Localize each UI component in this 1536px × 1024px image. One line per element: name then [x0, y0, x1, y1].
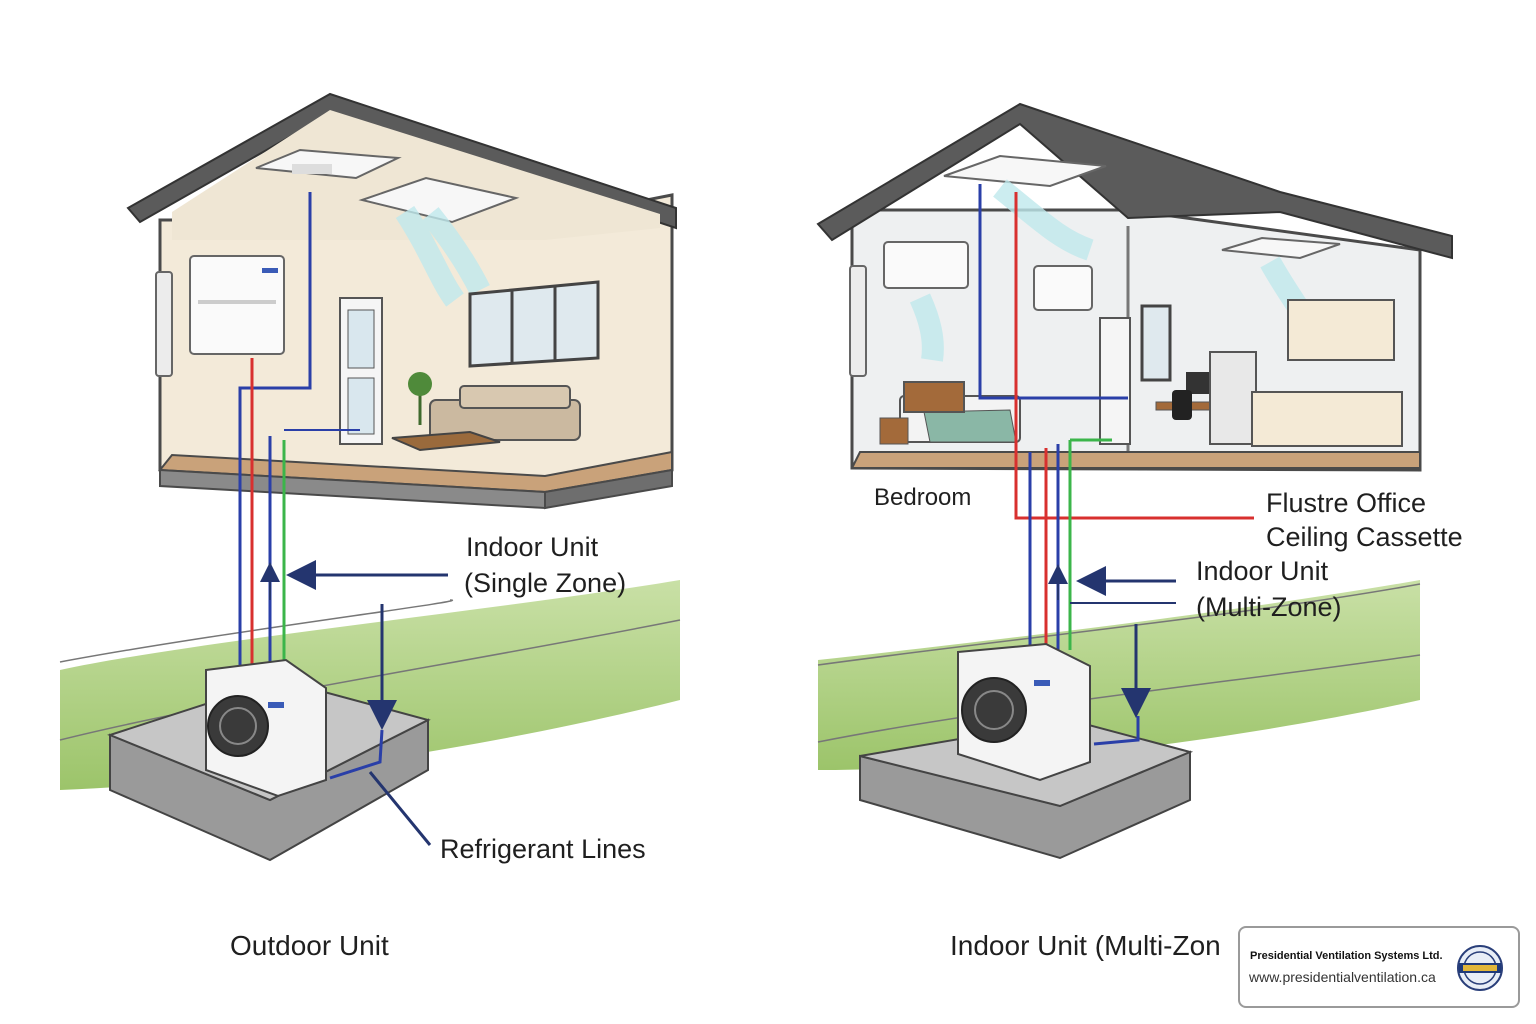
left-wall-unit	[189, 255, 285, 355]
right-line-blue-h	[978, 184, 1128, 400]
right-line-red	[1014, 192, 1254, 520]
left-airflow	[395, 205, 490, 307]
right-roof	[816, 102, 1453, 260]
right-scene	[816, 102, 1453, 860]
right-chair	[1172, 390, 1192, 420]
right-floor	[850, 451, 1421, 469]
right-wall-unit-2	[1033, 265, 1093, 311]
label-indoor-unit-multi-line1: Indoor Unit	[1196, 556, 1329, 586]
label-office-cassette-line1: Flustre Office	[1266, 488, 1427, 518]
caption-outdoor-unit: Outdoor Unit	[230, 930, 389, 961]
left-line-blue	[238, 192, 312, 668]
company-badge: Presidential Ventilation Systems Ltd. ww…	[1238, 926, 1520, 1008]
left-window	[468, 280, 600, 368]
right-cabinets	[1287, 299, 1395, 361]
left-side-vent	[155, 271, 173, 377]
left-arrow-refrigerant	[368, 771, 432, 846]
label-indoor-unit-single-line2: (Single Zone)	[464, 568, 627, 598]
company-url[interactable]: www.presidentialventilation.ca	[1249, 969, 1436, 985]
left-cassette-2	[358, 176, 520, 224]
right-fan-grille	[961, 677, 1027, 743]
label-indoor-unit-single-line1: Indoor Unit	[466, 532, 599, 562]
right-side-vent	[849, 265, 867, 377]
right-monitor	[1186, 372, 1214, 394]
right-cassette-1	[943, 154, 1107, 188]
caption-indoor-unit-multi: Indoor Unit (Multi-Zon	[950, 930, 1221, 961]
label-bedroom: Bedroom	[874, 484, 972, 511]
right-wall-unit-1	[883, 241, 969, 289]
label-office-cassette-line2: Ceiling Cassette	[1266, 522, 1463, 552]
left-scene	[59, 92, 681, 862]
right-window	[1140, 304, 1172, 382]
left-fan-grille	[207, 695, 269, 757]
company-name: Presidential Ventilation Systems Ltd.	[1250, 950, 1443, 962]
right-door	[1099, 317, 1131, 445]
right-cassette-2	[1221, 236, 1341, 260]
label-refrigerant-lines: Refrigerant Lines	[440, 834, 646, 864]
right-counter	[1251, 391, 1403, 447]
left-plant	[408, 372, 432, 396]
right-fridge	[1209, 351, 1257, 445]
left-roof	[126, 92, 677, 230]
label-indoor-unit-multi-line2: (Multi-Zone)	[1196, 592, 1342, 622]
left-coffee-table	[391, 430, 501, 452]
company-logo-icon	[1457, 945, 1503, 991]
